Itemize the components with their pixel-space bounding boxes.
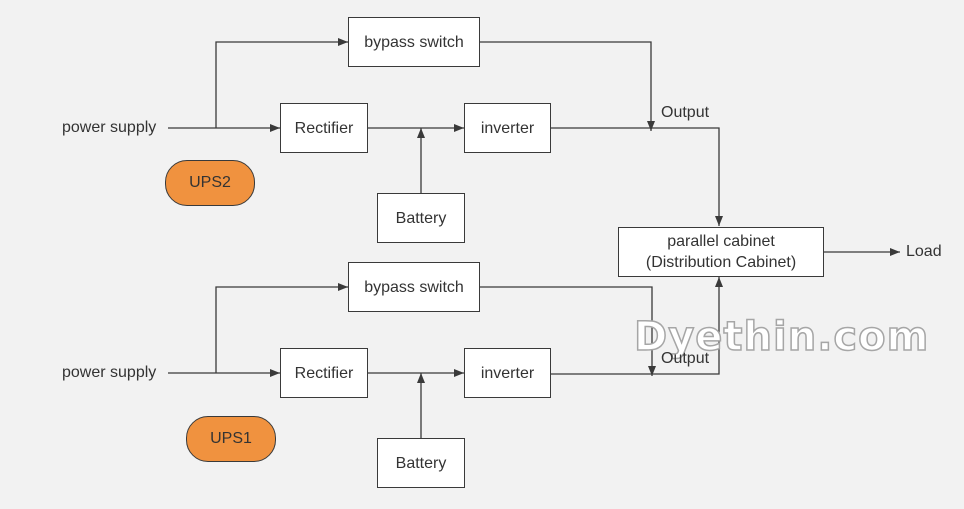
ups2-battery-label: Battery — [395, 209, 447, 227]
ups1-bypass-switch-box: bypass switch — [348, 262, 480, 312]
ups1-supply-to-bypass-line — [215, 283, 348, 373]
ups1-inverter-box: inverter — [464, 348, 551, 398]
parallel-cabinet-label: parallel cabinet — [667, 233, 775, 250]
ups2-badge: UPS2 — [165, 160, 255, 206]
ups2-battery-box: Battery — [377, 193, 465, 243]
ups2-name-label: UPS2 — [189, 174, 231, 191]
ups1-battery-label: Battery — [395, 454, 447, 472]
load-label: Load — [906, 243, 942, 260]
ups2-rectifier-label: Rectifier — [294, 119, 354, 137]
ups2-power-supply-label: power supply — [62, 119, 157, 136]
ups1-name-label: UPS1 — [210, 430, 252, 447]
ups1-bypass-to-output-line — [480, 286, 656, 376]
ups1-badge: UPS1 — [186, 416, 276, 462]
ups2-bypass-switch-label: bypass switch — [364, 33, 464, 51]
ups2-bypass-to-output-line — [480, 41, 655, 131]
ups2-rectifier-box: Rectifier — [280, 103, 368, 153]
ups2-output-label: Output — [661, 104, 710, 121]
ups2-inverter-label: inverter — [480, 119, 535, 137]
ups2-supply-to-bypass-line — [215, 38, 348, 128]
ups2-bypass-switch-box: bypass switch — [348, 17, 480, 67]
ups1-inverter-label: inverter — [480, 364, 535, 382]
watermark-text: Dyethin.com — [633, 313, 930, 361]
ups1-inverter-to-cabinet-line — [551, 277, 723, 375]
ups1-rectifier-label: Rectifier — [294, 364, 354, 382]
ups1-output-label: Output — [661, 350, 710, 367]
ups2-inverter-box: inverter — [464, 103, 551, 153]
distribution-cabinet-label: (Distribution Cabinet) — [645, 254, 797, 271]
ups1-bypass-switch-label: bypass switch — [364, 278, 464, 296]
ups1-battery-box: Battery — [377, 438, 465, 488]
ups2-inverter-to-cabinet-line — [551, 127, 723, 226]
ups1-rectifier-box: Rectifier — [280, 348, 368, 398]
ups1-power-supply-label: power supply — [62, 364, 157, 381]
parallel-cabinet-box: parallel cabinet (Distribution Cabinet) — [618, 227, 824, 277]
